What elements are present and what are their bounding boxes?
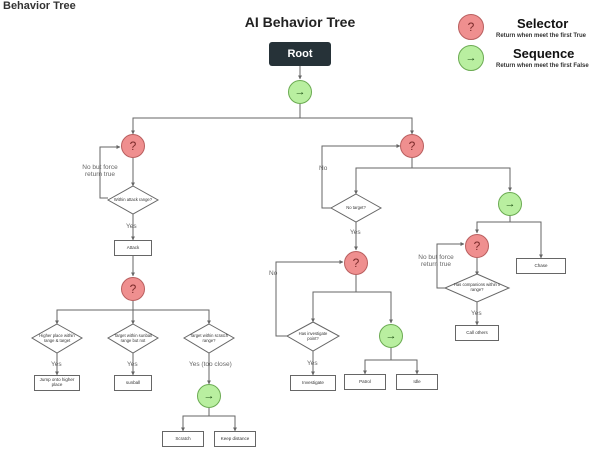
action-investigate: Investigate — [290, 375, 336, 391]
action-idle: Idle — [396, 374, 438, 390]
legend-sequence-icon: → — [458, 45, 484, 71]
legend-selector-title: Selector — [517, 16, 569, 31]
edge-label-yes: Yes — [350, 229, 361, 236]
condition-has-investigate: Has investigate point? — [298, 331, 328, 341]
chase-sequence-node: → — [498, 192, 522, 216]
action-sunball: sunball — [114, 375, 152, 391]
action-scratch: Scratch — [162, 431, 204, 447]
action-keep-distance: Keep distance — [214, 431, 256, 447]
root-node: Root — [269, 42, 331, 66]
idle-selector-node: ? — [400, 134, 424, 158]
edge-label-yes: Yes — [127, 361, 138, 368]
condition-diamond — [106, 185, 160, 215]
legend-sequence-desc: Return when meet the first False — [496, 63, 589, 69]
edge-label-no: No — [319, 165, 328, 172]
action-jump-higher-place: Jump onto higher place — [34, 375, 80, 391]
legend-selector-icon: ? — [458, 14, 484, 40]
patrol-sequence-node: → — [379, 324, 403, 348]
edge-label-yes: Yes — [51, 361, 62, 368]
condition-diamond — [31, 323, 83, 354]
edge-label-yes-too-close: Yes (too close) — [189, 361, 232, 368]
condition-diamond — [443, 273, 511, 303]
action-attack: Attack — [114, 240, 152, 256]
edge-label-yes: Yes — [126, 223, 137, 230]
condition-diamond — [183, 323, 235, 354]
edge-label-yes: Yes — [307, 360, 318, 367]
condition-diamond — [285, 321, 341, 352]
combat-selector-node: ? — [121, 134, 145, 158]
condition-diamond — [107, 323, 159, 354]
edge-label-no-but-force: No but force return true — [418, 254, 454, 269]
condition-target-scratch: Target within scratch range? — [189, 333, 229, 343]
edge-label-no-but-force: No but force return true — [82, 164, 118, 179]
scratch-sequence-node: → — [197, 384, 221, 408]
page-heading: Behavior Tree — [3, 0, 76, 12]
investigate-selector-node: ? — [344, 251, 368, 275]
condition-has-companions: Has companions within x range? — [453, 282, 501, 292]
legend-selector-desc: Return when meet the first True — [496, 33, 587, 39]
edge-label-no: No — [269, 270, 278, 277]
companion-selector-node: ? — [465, 234, 489, 258]
root-sequence-node: → — [288, 80, 312, 104]
condition-diamond — [329, 193, 383, 223]
condition-within-attack-range: Within attack range? — [113, 196, 153, 202]
diagram-title: AI Behavior Tree — [244, 14, 356, 30]
attack-selector-node: ? — [121, 277, 145, 301]
action-patrol: Patrol — [344, 374, 386, 390]
condition-no-target: No target? — [346, 204, 366, 210]
legend-sequence-title: Sequence — [513, 46, 575, 61]
action-call-others: Call others — [455, 325, 499, 341]
edge-label-yes: Yes — [471, 310, 482, 317]
condition-target-sunball: Target within sunball range but not — [114, 333, 152, 343]
condition-higher-place: Higher place within range & target — [39, 333, 75, 343]
action-chase: Chase — [516, 258, 566, 274]
